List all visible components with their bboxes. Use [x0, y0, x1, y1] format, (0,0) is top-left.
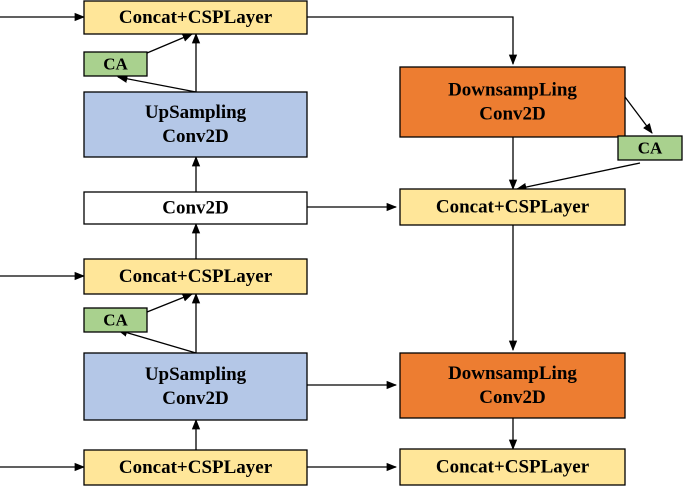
node-box: [83, 258, 308, 295]
node-label: Conv2D: [162, 126, 229, 147]
node-label: Concat+CSPLayer: [119, 7, 273, 28]
node-ca-mid: CA: [83, 307, 148, 333]
node-box: [83, 0, 308, 35]
edge-concat-top-to-downsampling-top: [307, 16, 518, 66]
edge-upsampling-top-to-ca-top: [116, 74, 197, 93]
node-concat-bottom-right: Concat+CSPLayer: [399, 448, 626, 486]
node-box: [399, 188, 626, 226]
nodes: Concat+CSPLayerCAUpSamplingConv2DConv2DC…: [83, 0, 683, 486]
node-concat-mid-right: Concat+CSPLayer: [399, 188, 626, 226]
node-label: Concat+CSPLayer: [119, 457, 273, 478]
node-box: [399, 448, 626, 486]
node-ca-right: CA: [617, 135, 683, 161]
node-box: [83, 352, 308, 421]
edges: [0, 12, 653, 472]
node-label: Concat+CSPLayer: [436, 197, 590, 218]
node-conv2d-mid: Conv2D: [83, 191, 308, 225]
edge-downsampling-top-to-ca-right: [624, 96, 653, 134]
node-box: [617, 135, 683, 161]
node-label: CA: [103, 55, 128, 74]
node-label: UpSampling: [145, 364, 247, 385]
node-label: Concat+CSPLayer: [436, 457, 590, 478]
edge-ca-top-to-concat-top: [146, 33, 193, 54]
node-label: Conv2D: [479, 103, 546, 124]
node-box: [399, 66, 626, 138]
node-concat-bottom-left: Concat+CSPLayer: [83, 449, 308, 486]
node-label: DownsampLing: [448, 363, 577, 384]
node-box: [83, 51, 148, 77]
node-concat-top-left: Concat+CSPLayer: [83, 0, 308, 35]
node-label: Conv2D: [162, 388, 229, 409]
node-label: DownsampLing: [448, 80, 577, 101]
node-label: CA: [103, 311, 128, 330]
node-box: [83, 191, 308, 225]
edge-ca-right-to-concat-mid-right: [515, 162, 641, 192]
node-label: Conv2D: [162, 198, 229, 219]
node-box: [83, 307, 148, 333]
node-concat-mid-left: Concat+CSPLayer: [83, 258, 308, 295]
node-label: Concat+CSPLayer: [119, 266, 273, 287]
edge-ca-mid-to-concat-mid: [146, 293, 193, 313]
node-box: [83, 449, 308, 486]
node-box: [83, 91, 308, 158]
edge-upsampling-bottom-to-ca-mid: [117, 328, 197, 354]
node-label: Conv2D: [479, 387, 546, 408]
node-ca-top: CA: [83, 51, 148, 77]
node-box: [399, 352, 626, 419]
node-label: CA: [638, 139, 663, 158]
node-label: UpSampling: [145, 102, 247, 123]
